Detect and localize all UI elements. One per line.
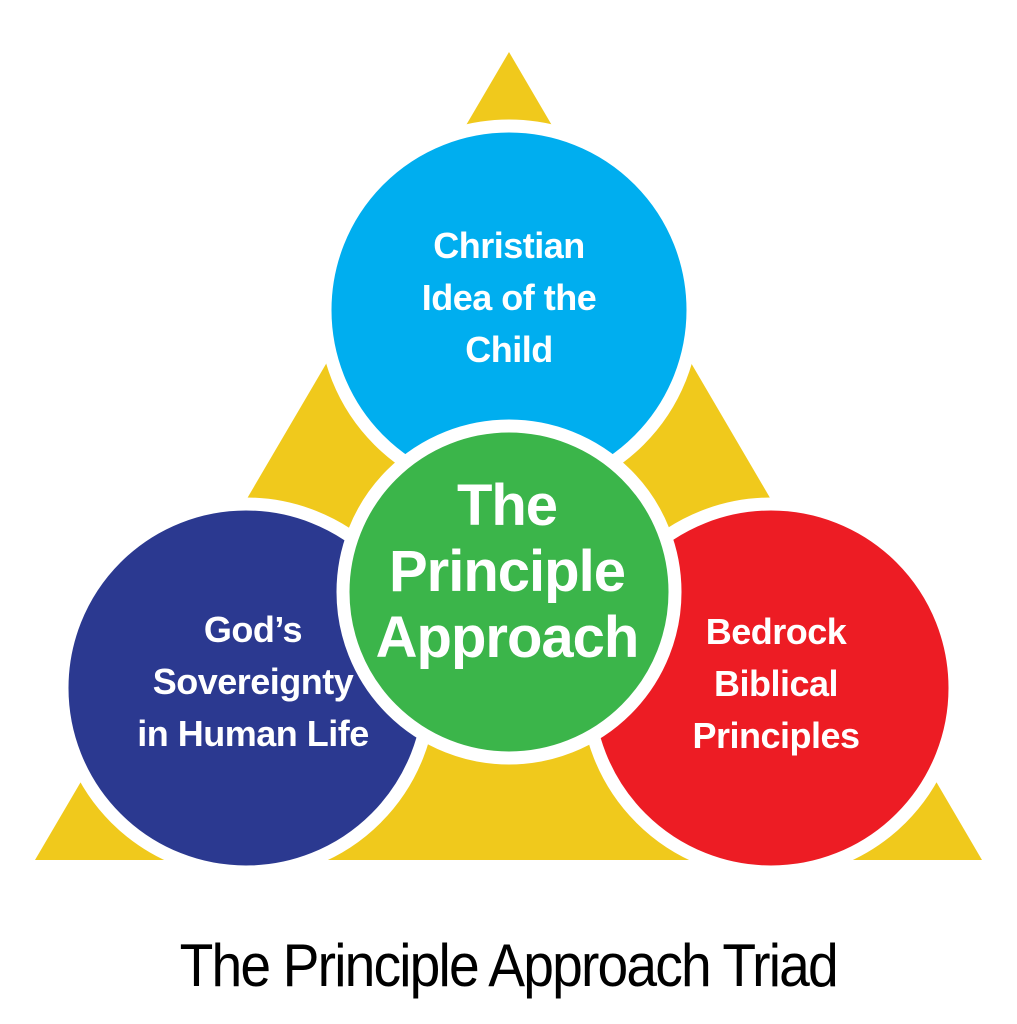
center-circle-line-1: The [457,473,557,538]
top-circle-line-1: Christian [433,225,585,266]
top-circle-group: Christian Idea of the Child [318,119,700,501]
center-circle-line-2: Principle [389,539,625,604]
right-circle-line-1: Bedrock [706,611,848,652]
center-circle [336,419,682,765]
top-circle-line-3: Child [465,329,552,370]
left-circle-line-3: in Human Life [137,713,369,754]
right-circle-line-3: Principles [692,715,859,756]
diagram-caption: The Principle Approach Triad [0,936,1017,996]
left-circle-line-1: God’s [204,609,302,650]
right-circle-line-2: Biblical [714,663,838,704]
center-circle-group: The Principle Approach [336,419,682,765]
top-circle-line-2: Idea of the [422,277,597,318]
diagram-caption-text: The Principle Approach Triad [179,932,839,999]
center-circle-line-3: Approach [376,605,639,670]
left-circle-line-2: Sovereignty [153,661,354,702]
